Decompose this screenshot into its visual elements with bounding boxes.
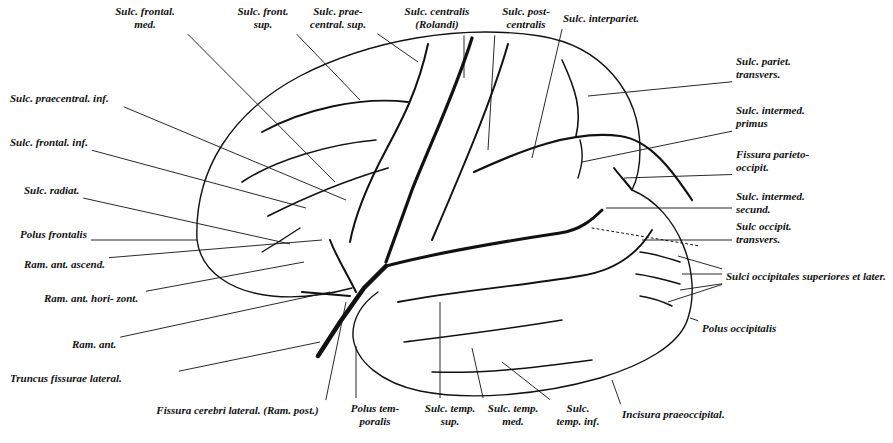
- sulcus-label: Fissura parieto- occipit.: [736, 148, 831, 174]
- sulcus-label: Sulci occipitales superiores et later.: [726, 270, 891, 283]
- leader-line: [502, 362, 550, 400]
- sulcus-label: Sulc. intermed. primus: [736, 104, 816, 130]
- leader-line: [606, 208, 732, 209]
- leader-line: [532, 29, 562, 158]
- sulcus-label: Polus occipitalis: [702, 322, 776, 335]
- leader-line: [488, 35, 495, 150]
- parieto-occipital-fissure: [614, 168, 632, 190]
- lateral-fissure: [318, 266, 386, 356]
- sulcus-label: Sulc. front. sup.: [232, 5, 294, 31]
- sulcus-label: Sulc. centralis (Rolandi): [396, 5, 478, 31]
- frontal-medius-sulcus: [242, 140, 376, 182]
- sulcus-label: Sulc. prae- central. sup.: [302, 5, 374, 31]
- leader-line: [83, 198, 290, 244]
- sulcus-label: Sulc. temp. sup.: [424, 402, 476, 428]
- ramus-ascendens: [330, 240, 356, 292]
- sulcus-label: Sulc. radiat.: [24, 184, 79, 197]
- sulcus-label: Sulc. temp. inf.: [553, 402, 603, 428]
- sulcus-label: Sulc. frontal. med.: [105, 5, 185, 31]
- leader-line: [146, 262, 304, 291]
- leader-line: [440, 302, 441, 398]
- sulcus-label: Sulc. frontal. inf.: [10, 136, 88, 149]
- leader-line: [668, 284, 722, 302]
- interparietal-sulcus: [474, 135, 692, 200]
- temporal-superior-sulcus: [398, 230, 652, 302]
- leader-line: [92, 150, 306, 208]
- sulcus-label: Sulc. pariet. transvers.: [736, 55, 806, 81]
- occipital-boundary-dotted: [592, 228, 700, 246]
- leader-line: [179, 342, 320, 371]
- radiate-sulcus: [262, 228, 300, 252]
- sulcus-label: Polus frontalis: [20, 228, 87, 241]
- leader-line: [188, 34, 335, 182]
- sulcus-label: Incisura praeoccipital.: [622, 408, 725, 421]
- sulcus-label: Sulc. interpariet.: [563, 12, 639, 25]
- leader-line: [377, 34, 418, 62]
- leader-line: [356, 346, 357, 398]
- sulcus-label: Ram. ant. hori- zont.: [44, 292, 142, 305]
- leader-line: [326, 302, 346, 400]
- sulcus-label: Truncus fissurae lateral.: [10, 372, 175, 385]
- leader-line: [682, 274, 722, 275]
- leader-line: [612, 380, 621, 404]
- brain-outline: [197, 32, 692, 396]
- leader-line: [297, 34, 360, 100]
- leader-line: [124, 107, 346, 200]
- leader-line: [678, 256, 722, 269]
- sulcus-label: Fissura cerebri lateral. (Ram. post.): [150, 404, 325, 417]
- leader-line: [91, 240, 196, 241]
- leader-line: [588, 82, 732, 96]
- leader-line: [472, 348, 483, 398]
- sulcus-label: Sulc. temp. med.: [484, 402, 542, 428]
- sulcus-label: Polus tem- poralis: [346, 402, 404, 428]
- sulcus-label: Sulc occipit. transvers.: [736, 220, 824, 246]
- leader-line: [690, 318, 698, 321]
- intermediate-sulcus: [578, 140, 582, 178]
- sulcus-label: Ram. ant. ascend.: [24, 258, 105, 271]
- lateral-fissure-posterior: [386, 210, 602, 266]
- sulcus-label: Sulc. post- centralis: [495, 5, 557, 31]
- sulcus-label: Sulc. intermed. secund.: [736, 190, 818, 216]
- transverse-parietal-sulcus: [562, 60, 578, 136]
- precentral-sulcus: [350, 44, 428, 242]
- leader-line: [120, 292, 330, 337]
- sulcus-label: Ram. ant.: [72, 338, 116, 351]
- frontal-superior-sulcus: [262, 101, 408, 132]
- central-sulcus: [386, 38, 472, 262]
- leader-line: [109, 240, 322, 258]
- temporal-inferior-sulcus: [432, 360, 592, 372]
- postcentral-sulcus: [432, 44, 508, 240]
- leader-line: [582, 131, 732, 162]
- occipital-sulci: [636, 252, 680, 306]
- temporal-medius-sulcus: [404, 320, 562, 342]
- leader-line: [624, 175, 732, 178]
- sulcus-label: Sulc. praecentral. inf.: [10, 92, 120, 105]
- leader-line: [464, 35, 465, 78]
- leader-line: [642, 240, 732, 241]
